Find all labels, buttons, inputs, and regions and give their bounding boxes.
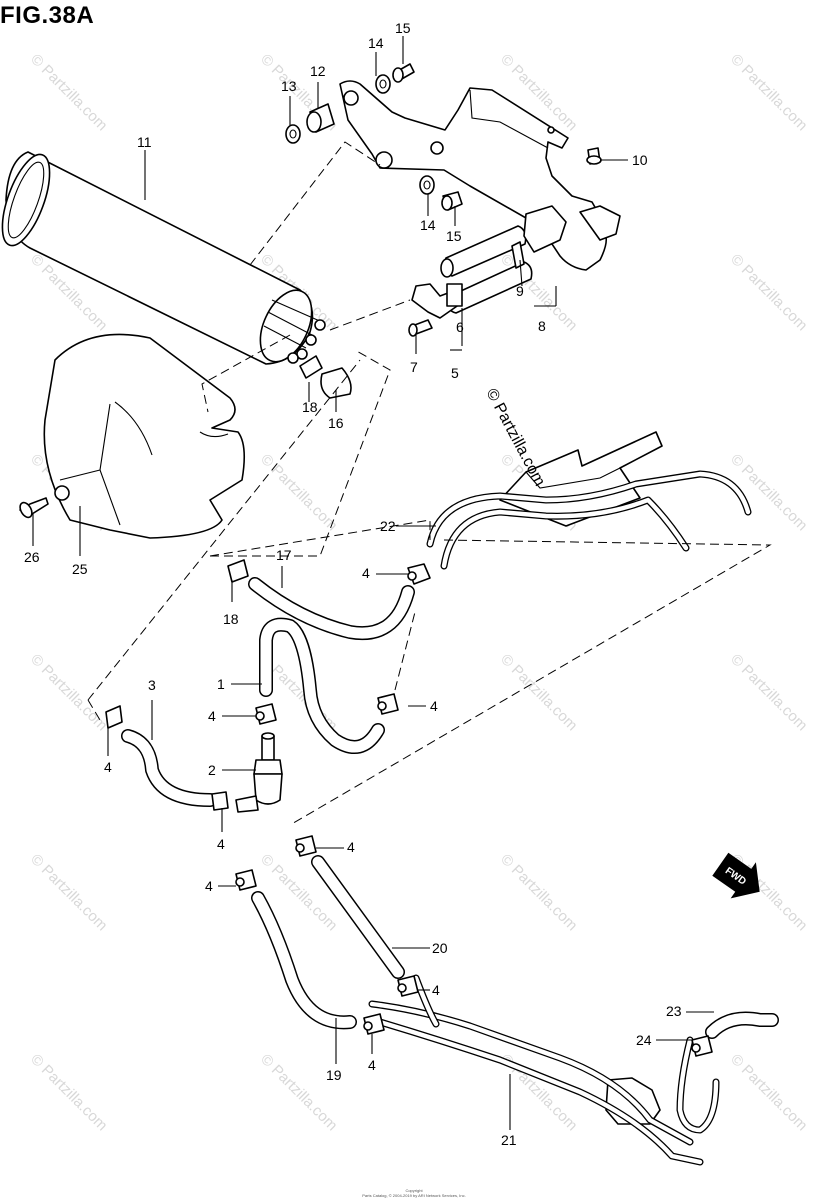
watermark-text: © Partzilla.com xyxy=(727,1051,810,1134)
hoses xyxy=(121,577,779,1039)
forward-arrow-icon: FWD xyxy=(712,852,760,899)
callout-10: 10 xyxy=(632,152,648,168)
hose-clamps xyxy=(211,563,713,1057)
pipe-assembly-lower xyxy=(368,974,720,1166)
watermark-text: © Partzilla.com xyxy=(727,251,810,334)
callout-21: 21 xyxy=(501,1132,517,1148)
callout-12: 12 xyxy=(310,63,326,79)
callout-4b: 4 xyxy=(430,698,438,714)
screw xyxy=(19,497,49,519)
watermark-text: © Partzilla.com xyxy=(497,651,580,734)
callout-5: 5 xyxy=(451,365,459,381)
leader-lines xyxy=(32,36,714,1130)
callout-9: 9 xyxy=(516,283,524,299)
callout-4f: 4 xyxy=(347,839,355,855)
footer-line-1: Copyright xyxy=(405,1188,423,1193)
watermark-text: © Partzilla.com xyxy=(497,851,580,934)
callout-26: 26 xyxy=(24,549,40,565)
callout-15a: 15 xyxy=(395,20,411,36)
callout-4i: 4 xyxy=(368,1057,376,1073)
mounting-bracket xyxy=(339,80,621,271)
callout-8: 8 xyxy=(538,318,546,334)
fasteners xyxy=(285,63,602,337)
callout-14a: 14 xyxy=(368,35,384,51)
callout-15b: 15 xyxy=(446,228,462,244)
callout-18a: 18 xyxy=(302,399,318,415)
watermark-text: © Partzilla.com xyxy=(257,451,340,534)
callout-19: 19 xyxy=(326,1067,342,1083)
callout-22: 22 xyxy=(380,518,396,534)
callout-2: 2 xyxy=(208,762,216,778)
check-valve xyxy=(235,732,283,813)
callout-24: 24 xyxy=(636,1032,652,1048)
watermark-text: © Partzilla.com xyxy=(27,51,110,134)
callout-4e: 4 xyxy=(217,836,225,852)
watermark-text: © Partzilla.com xyxy=(27,851,110,934)
watermark-text: © Partzilla.com xyxy=(27,1051,110,1134)
callout-11: 11 xyxy=(137,134,152,150)
callout-4h: 4 xyxy=(432,982,440,998)
callout-4d: 4 xyxy=(104,759,112,775)
callout-4c: 4 xyxy=(208,708,216,724)
pipe-assembly-upper xyxy=(426,431,752,570)
callout-13: 13 xyxy=(281,78,297,94)
callout-25: 25 xyxy=(72,561,88,577)
callout-23: 23 xyxy=(666,1003,682,1019)
canister-cover xyxy=(43,333,246,539)
callout-3: 3 xyxy=(148,677,156,693)
callout-labels: 11 3 1 2 13 12 14 15 14 15 10 9 8 6 5 7 … xyxy=(24,20,682,1148)
bracket-bar xyxy=(411,205,567,319)
footer-line-2: Parts Catalog, © 2004-2019 by ARI Networ… xyxy=(362,1193,465,1198)
callout-4a: 4 xyxy=(362,565,370,581)
callout-18b: 18 xyxy=(223,611,239,627)
figure-title: FIG.38A xyxy=(0,2,95,29)
watermark-text: © Partzilla.com xyxy=(727,651,810,734)
watermark-text: © Partzilla.com xyxy=(257,1051,340,1134)
watermark-text: © Partzilla.com xyxy=(27,651,110,734)
callout-17: 17 xyxy=(276,547,292,563)
callout-16: 16 xyxy=(328,415,344,431)
callout-6: 6 xyxy=(456,319,464,335)
watermark-text: © Partzilla.com xyxy=(727,51,810,134)
callout-14b: 14 xyxy=(420,217,436,233)
callout-4g: 4 xyxy=(205,878,213,894)
callout-20: 20 xyxy=(432,940,448,956)
callout-7: 7 xyxy=(410,359,418,375)
dashed-guides xyxy=(87,141,772,826)
callout-1: 1 xyxy=(217,676,225,692)
small-fittings xyxy=(105,355,352,729)
